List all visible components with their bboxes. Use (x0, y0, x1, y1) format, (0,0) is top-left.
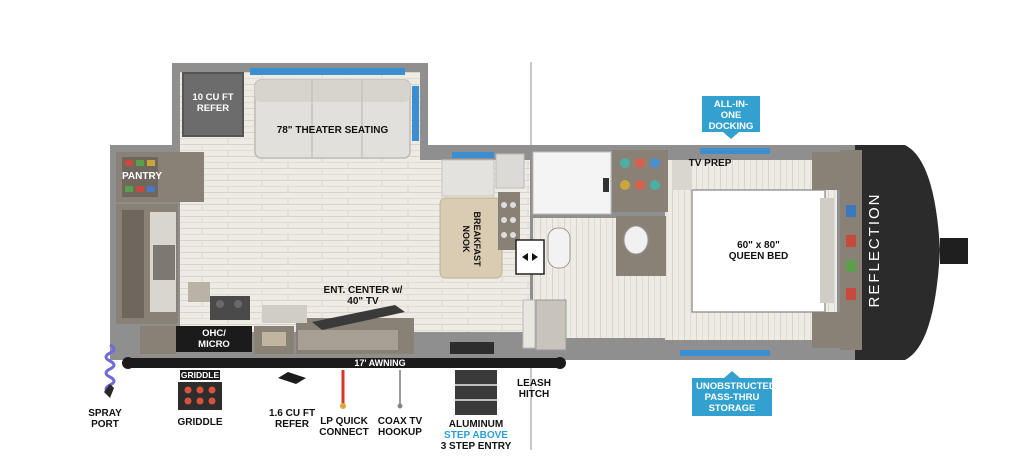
leash-hitch-mark (522, 299, 536, 349)
callout-pass-thru: UNOBSTRUCTED PASS-THRU STORAGE (692, 371, 776, 416)
label-breakfast-nook: BREAKFAST NOOK (461, 211, 482, 267)
label-leash-hitch: LEASH HITCH (517, 378, 551, 400)
label-queen-bed: 60" x 80" QUEEN BED (728, 240, 789, 262)
nightstand-bottom (812, 312, 842, 348)
kitchen-sink (153, 245, 175, 280)
label-entry-2: STEP ABOVE (444, 430, 508, 441)
front-cap (855, 145, 940, 360)
window-bed-top (700, 148, 770, 154)
label-griddle: GRIDDLE (177, 417, 223, 428)
label-spray-port: SPRAY PORT (88, 408, 122, 430)
label-ohc-micro: OHC/ MICRO (198, 328, 230, 350)
label-refer-10: 10 CU FT REFER (192, 92, 234, 114)
window-slideout (250, 68, 405, 75)
nightstand-top (812, 152, 842, 190)
callout-docking-station: ALL-IN-ONE DOCKING STATION (702, 96, 760, 143)
label-lp-connect: LP QUICK CONNECT (319, 416, 369, 438)
window-nook (452, 152, 494, 158)
stove (210, 296, 250, 320)
label-ent-center: ENT. CENTER w/ 40" TV (323, 285, 403, 307)
label-refer-16: 1.6 CU FT REFER (268, 408, 316, 430)
label-entry-3: 3 STEP ENTRY (440, 441, 512, 452)
label-tv-prep: TV PREP (688, 158, 732, 169)
brand-logo: REFLECTION (866, 192, 883, 308)
griddle-box (178, 382, 222, 410)
refer-16-drawer (278, 372, 306, 384)
shower (532, 151, 612, 215)
window-bed-bottom (680, 350, 770, 356)
interior-steps (515, 239, 545, 275)
label-awning: 17' AWNING (354, 358, 406, 368)
toilet (547, 227, 571, 269)
queen-bed (691, 189, 826, 313)
label-entry-1: ALUMINUM (448, 419, 504, 430)
label-theater-seating: 78" THEATER SEATING (276, 125, 389, 136)
label-griddle-top: GRIDDLE (180, 370, 220, 380)
window-slideout-side (412, 86, 419, 141)
ohc-micro-box (176, 326, 252, 352)
label-pantry: PANTRY (122, 171, 162, 182)
label-coax: COAX TV HOOKUP (377, 416, 423, 438)
awning-bar (125, 358, 563, 368)
lower-cabinets (140, 326, 176, 354)
refer-10-box (182, 72, 244, 137)
entry-steps (455, 370, 497, 415)
awning-tag (450, 342, 494, 354)
front-wardrobe (840, 150, 862, 350)
king-pin (940, 238, 968, 264)
